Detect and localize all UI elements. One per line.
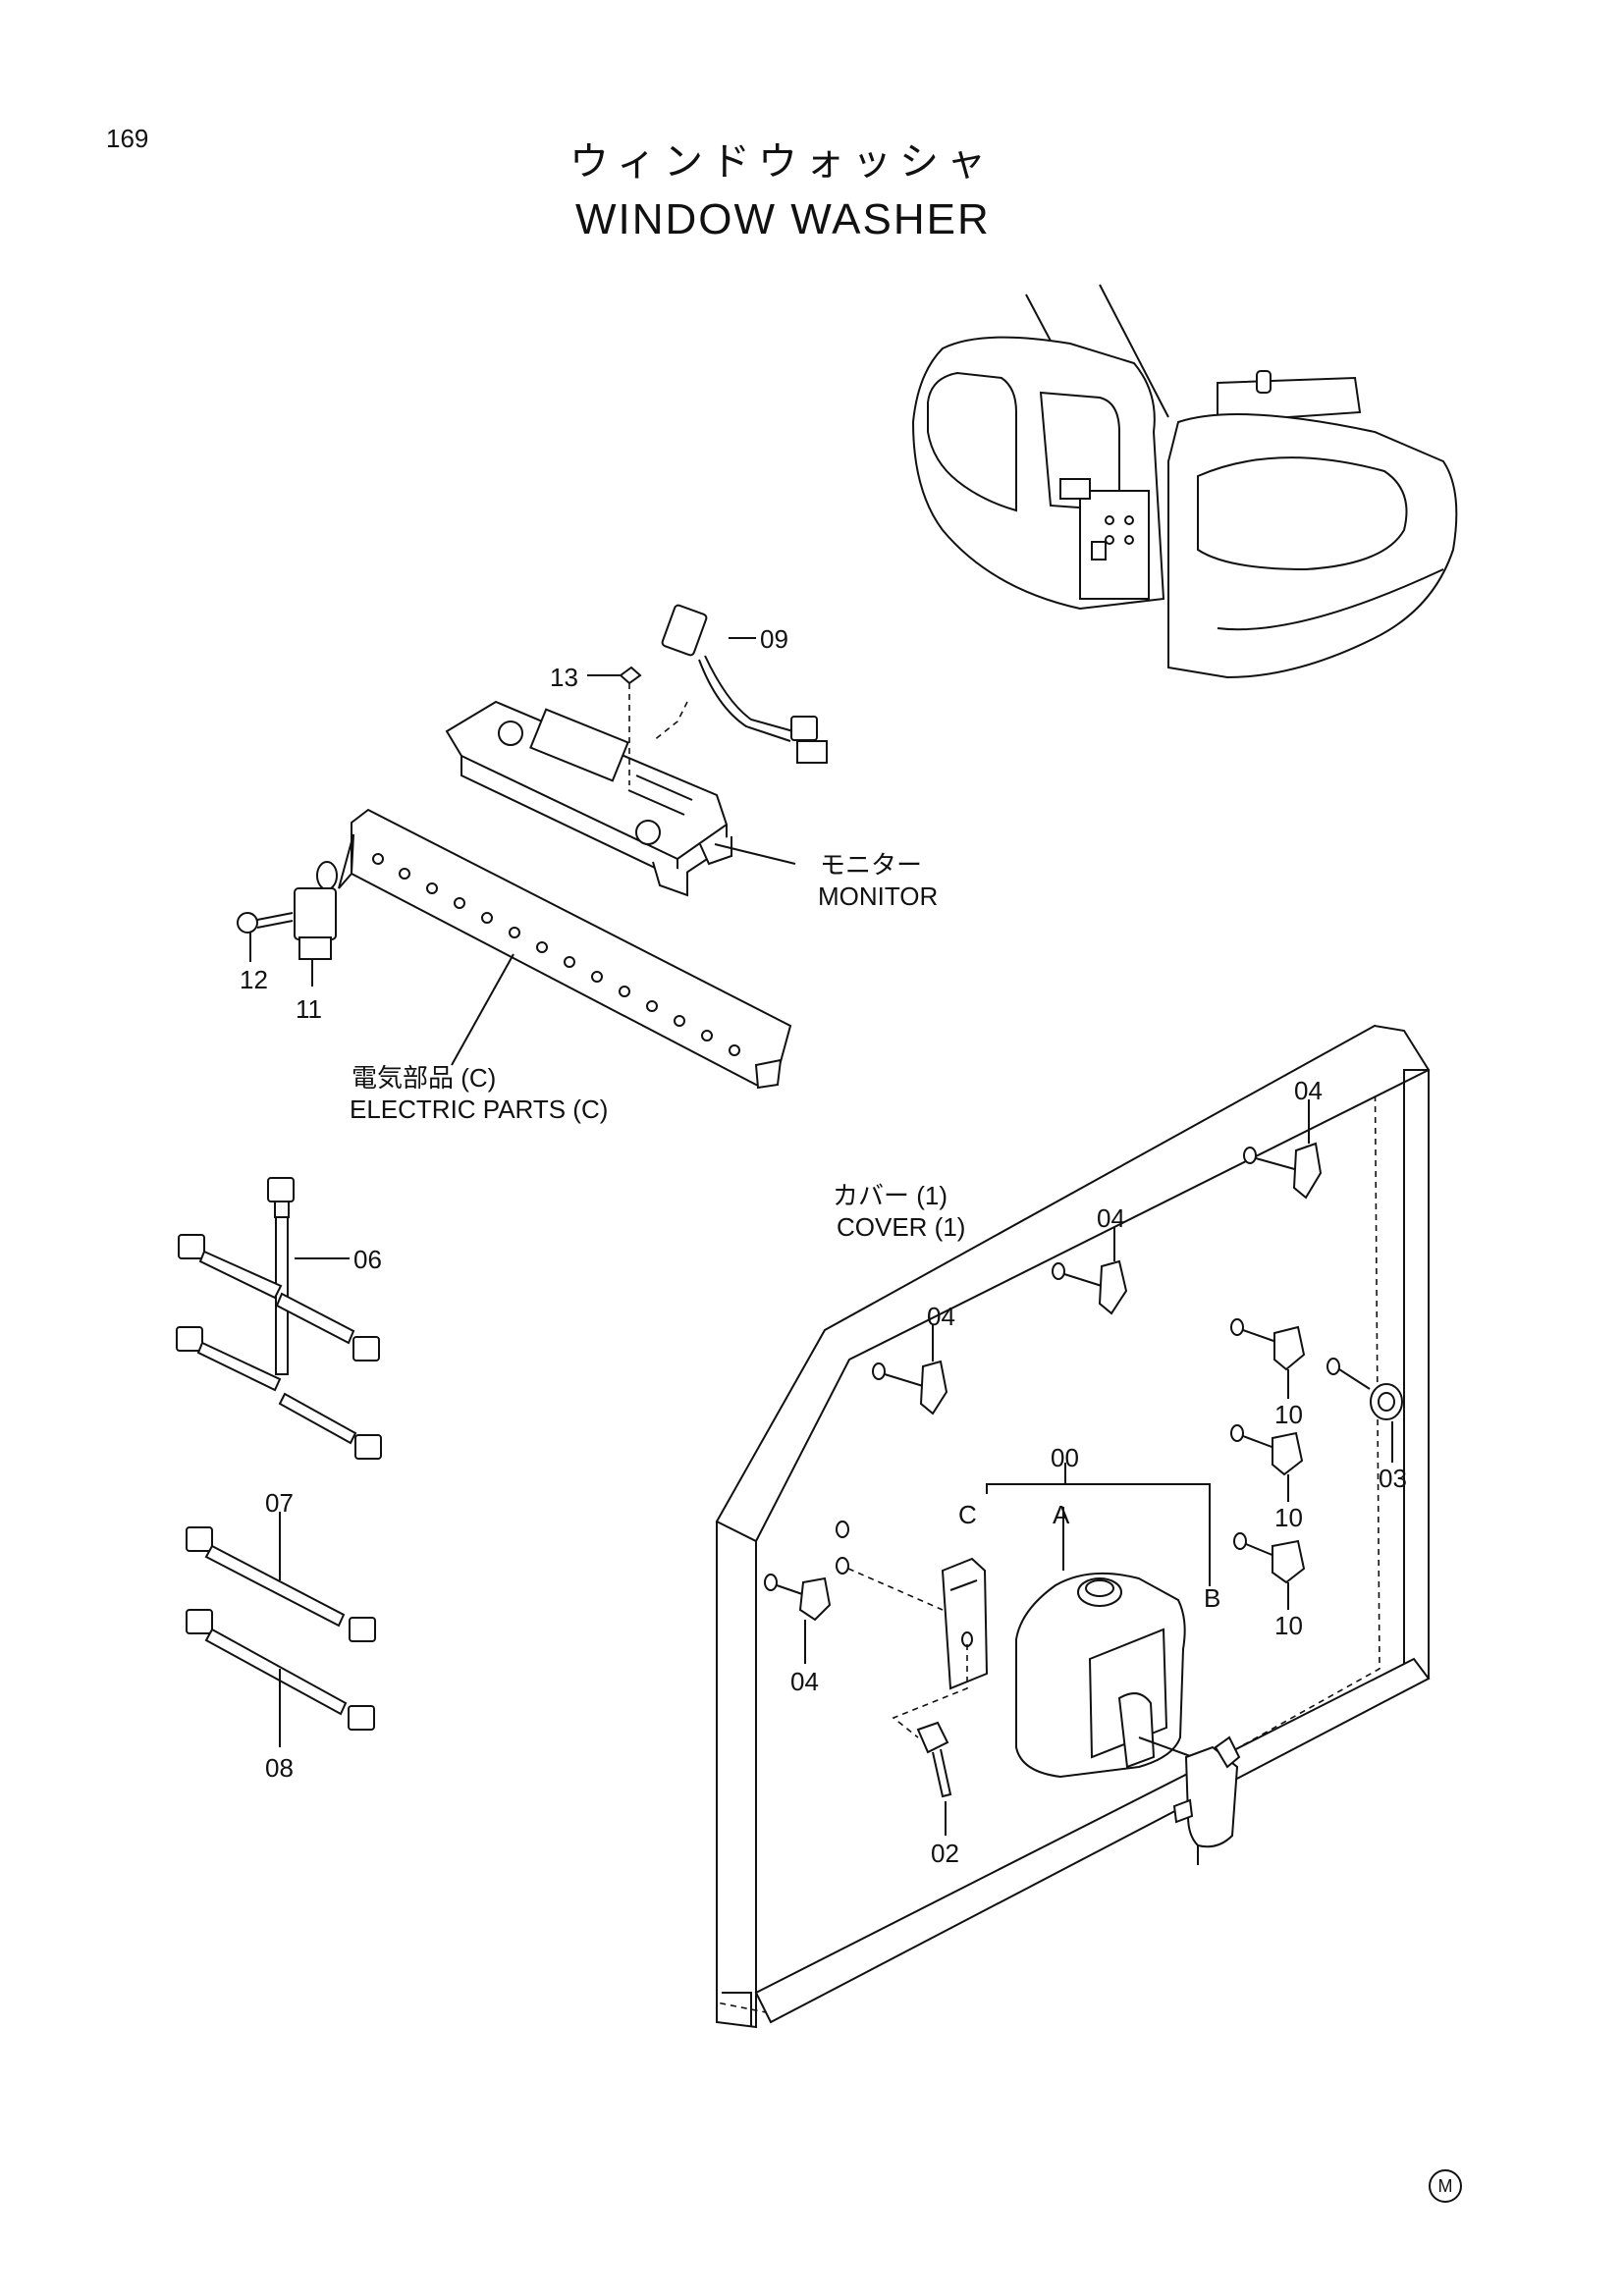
callout-a: A	[1053, 1500, 1070, 1529]
harness-09	[652, 604, 828, 764]
clip-04-a	[1243, 1142, 1323, 1200]
harness-08	[186, 1609, 375, 1731]
callout-07: 07	[265, 1488, 294, 1518]
callout-13: 13	[550, 663, 578, 692]
clip-04-b	[1052, 1259, 1128, 1315]
callout-04-b: 04	[1097, 1203, 1125, 1233]
callout-02: 02	[931, 1839, 959, 1868]
cover-label-jp: カバー (1)	[833, 1181, 948, 1210]
callout-04-a: 04	[1294, 1076, 1323, 1105]
monitor-label-jp: モニター	[820, 850, 923, 880]
relay-11	[294, 861, 338, 987]
callout-10-b: 10	[1274, 1503, 1303, 1532]
callout-10-c: 10	[1274, 1611, 1303, 1640]
callout-12: 12	[240, 965, 268, 994]
bracket-c	[836, 1521, 989, 1690]
clip-10-a	[1230, 1318, 1306, 1371]
callout-09: 09	[760, 624, 788, 654]
callout-04-c: 04	[927, 1302, 955, 1331]
callout-00: 00	[1051, 1443, 1079, 1472]
callout-11: 11	[296, 994, 322, 1024]
clip-04-c	[872, 1360, 948, 1415]
washer-tank-icon	[1015, 1572, 1186, 1779]
clip-10-c	[1233, 1532, 1306, 1584]
callout-04-d: 04	[790, 1667, 819, 1696]
electric-parts-label: ELECTRIC PARTS (C)	[350, 1095, 609, 1124]
electric-parts-label-jp: 電気部品 (C)	[352, 1063, 497, 1093]
callout-03: 03	[1379, 1464, 1407, 1493]
bolt-12	[237, 912, 294, 962]
title-japanese: ウィンドウォッシャ	[569, 140, 994, 184]
monitor-panel-icon	[445, 700, 732, 897]
cover-label: COVER (1)	[837, 1212, 966, 1242]
cover-frame	[715, 1024, 1431, 2029]
grommet-03	[1326, 1358, 1403, 1420]
electric-parts-bracket	[338, 808, 792, 1090]
bolt-02	[892, 1644, 968, 1836]
callout-10-a: 10	[1274, 1400, 1303, 1429]
callout-08: 08	[265, 1753, 294, 1783]
mark-badge: M	[1429, 2169, 1462, 2203]
clip-04-d	[764, 1574, 832, 1622]
callout-b: B	[1204, 1583, 1221, 1613]
callout-06: 06	[353, 1245, 382, 1274]
excavator-cab-icon	[911, 284, 1458, 679]
harness-06	[176, 1177, 382, 1460]
callout-c: C	[958, 1500, 977, 1529]
harness-07	[186, 1526, 376, 1642]
monitor-label: MONITOR	[818, 881, 939, 911]
clip-10-b	[1230, 1424, 1304, 1476]
page-title: WINDOW WASHER	[575, 195, 991, 243]
washer-pump-icon	[1138, 1735, 1241, 1865]
page-number: 169	[106, 124, 149, 153]
